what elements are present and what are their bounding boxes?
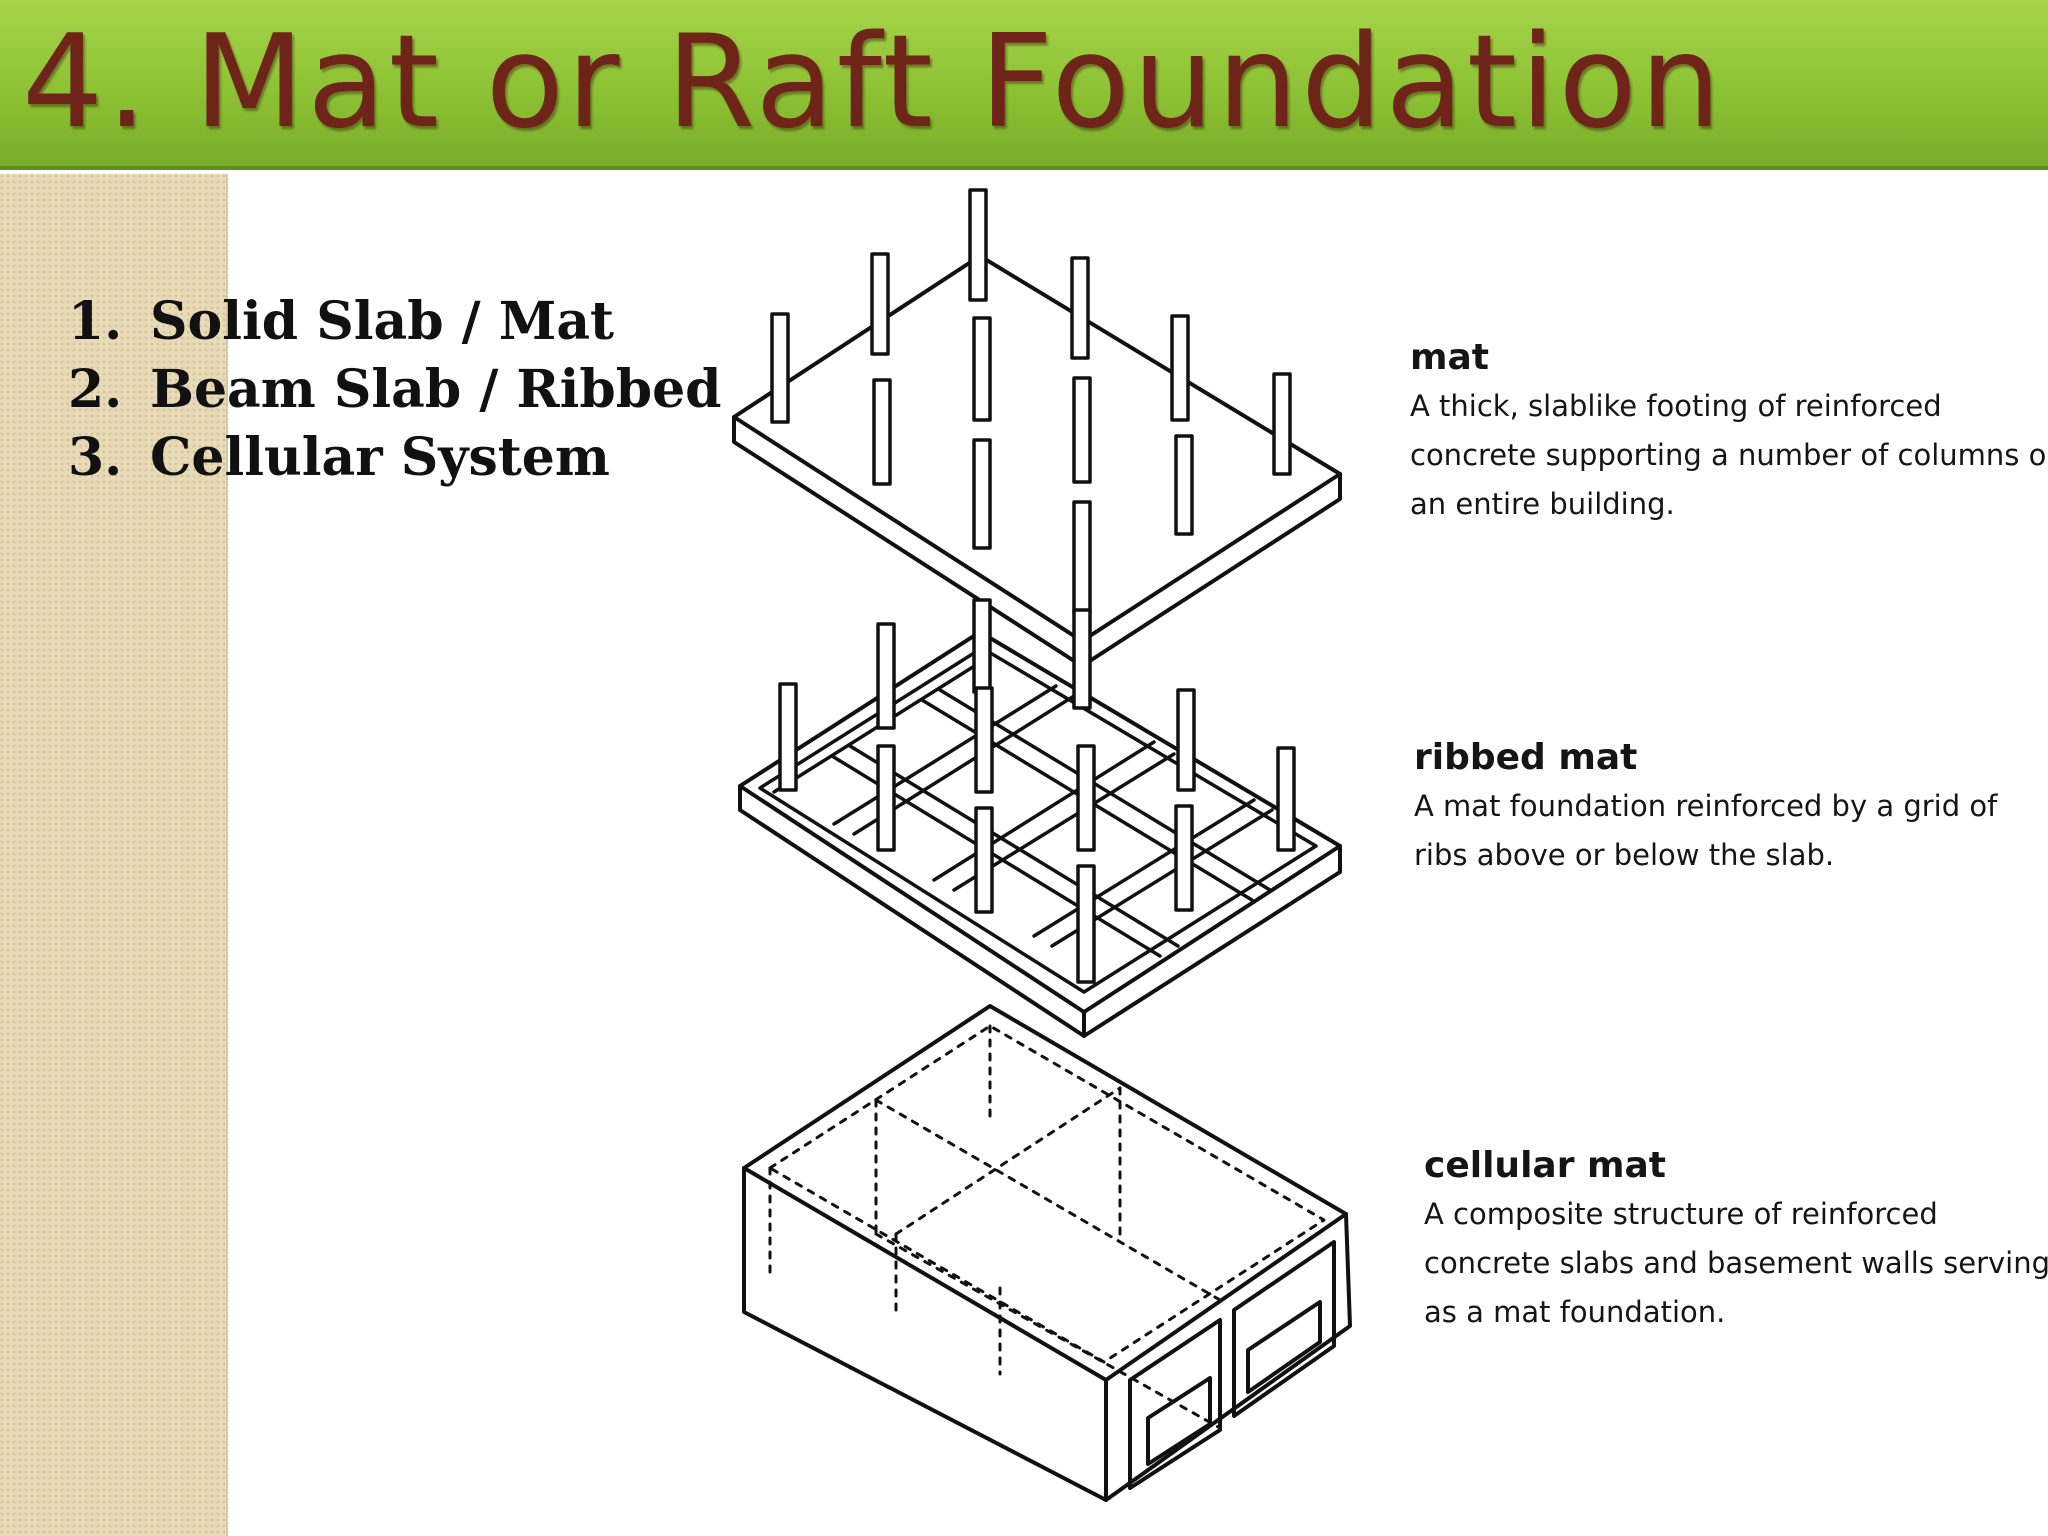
- cellular-mat-label-heading: cellular mat: [1424, 1145, 1666, 1186]
- ribbed-mat-label-line: ribs above or below the slab.: [1414, 838, 1835, 872]
- mat-drawing: [732, 188, 1342, 668]
- cellular-mat-label-line: concrete slabs and basement walls servin…: [1424, 1246, 2048, 1280]
- ribbed-mat-drawing: [738, 598, 1342, 1038]
- cellular-mat-label-line: as a mat foundation.: [1424, 1295, 1726, 1329]
- list-item: 2. Beam Slab / Ribbed: [68, 356, 722, 424]
- foundation-types-list: 1. Solid Slab / Mat 2. Beam Slab / Ribbe…: [68, 288, 722, 492]
- list-item-text: Solid Slab / Mat: [150, 291, 615, 352]
- list-item-number: 1.: [68, 291, 123, 352]
- list-item: 3. Cellular System: [68, 424, 722, 492]
- title-bar: 4. Mat or Raft Foundation: [0, 0, 2048, 170]
- list-item-text: Cellular System: [150, 427, 610, 488]
- cellular-mat-label: cellular mat A composite structure of re…: [1424, 1142, 2048, 1337]
- ribbed-mat-label-heading: ribbed mat: [1414, 737, 1638, 778]
- list-item: 1. Solid Slab / Mat: [68, 288, 722, 356]
- cellular-mat-drawing: [742, 1004, 1352, 1502]
- mat-label-line: an entire building.: [1410, 487, 1675, 521]
- mat-label-heading: mat: [1410, 337, 1490, 378]
- cellular-mat-label-line: A composite structure of reinforced: [1424, 1197, 1938, 1231]
- ribbed-mat-label-line: A mat foundation reinforced by a grid of: [1414, 789, 1998, 823]
- list-item-number: 3.: [68, 427, 123, 488]
- slide-title: 4. Mat or Raft Foundation: [22, 8, 1724, 157]
- ribbed-mat-label: ribbed mat A mat foundation reinforced b…: [1414, 734, 1997, 880]
- mat-label-line: A thick, slablike footing of reinforced: [1410, 389, 1942, 423]
- mat-label: mat A thick, slablike footing of reinfor…: [1410, 334, 2048, 529]
- mat-label-line: concrete supporting a number of columns …: [1410, 438, 2048, 472]
- list-item-number: 2.: [68, 359, 123, 420]
- decorative-side-strip: [0, 174, 228, 1536]
- foundation-diagram: [732, 188, 1352, 1502]
- list-item-text: Beam Slab / Ribbed: [150, 359, 722, 420]
